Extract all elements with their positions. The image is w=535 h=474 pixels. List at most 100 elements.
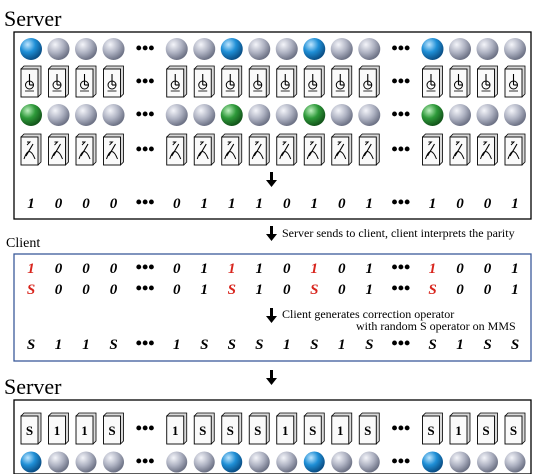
operator-card-label: S [364,423,371,438]
client-correction-row-bit: S [255,337,263,353]
dial-card [358,65,380,98]
client-operator-row-bit: 0 [55,282,63,298]
operator-card: S [358,412,380,445]
arc-card [248,133,270,166]
server-top-row2-ball [193,104,216,126]
server-result-bit: 0 [283,196,291,212]
operator-card: 1 [331,412,353,445]
operator-card: 1 [276,412,298,445]
server-top-row2-ball [248,104,271,126]
dial-row-ellipsis-1: ••• [136,71,155,91]
client-parity-row-bit: 1 [429,261,437,277]
client-parity-row-bit: 0 [82,261,90,277]
server-top-row1-ball [358,38,381,60]
client-correction-row-bit: 1 [338,337,346,353]
server-top-row1-ball [275,38,298,60]
operator-card: S [193,412,215,445]
server-top-row1-ball [330,38,353,60]
client-operator-row-bit: 0 [338,282,346,298]
server-top-row2-ball [220,104,243,126]
operator-card: S [504,412,526,445]
server-result-bit: 1 [200,196,208,212]
arrow-down-2 [266,226,277,241]
arc-card [193,133,215,166]
bottom-ball-ellipsis-1: ••• [136,451,155,471]
operator-card: 1 [449,412,471,445]
bottom-card-ellipsis-2: ••• [391,418,410,438]
arc-card [47,133,69,166]
client-operator-row-bit: S [310,282,318,298]
client-parity-row-bit: 0 [456,261,464,277]
client-parity-row-bit: 1 [27,261,35,277]
server-top-row1-ball [303,38,326,60]
operator-card: S [221,412,243,445]
dial-card [20,65,42,98]
operator-card: S [421,412,443,445]
operator-card-label: S [427,423,434,438]
client-parity-row-bit: 1 [511,261,519,277]
server-top-row2-ellipsis-1: ••• [136,104,155,124]
client-parity-row-bit: 1 [311,261,319,277]
client-parity-row-bit: 0 [173,261,181,277]
server-result-ellipsis-2: ••• [391,192,410,212]
server-top-row2-ball [504,104,526,126]
client-operator-row-bit: 0 [456,282,464,298]
dial-card [449,65,471,98]
server-bottom-ball [193,451,215,473]
arrow-down-4 [266,370,277,385]
client-parity-row-bit: 0 [110,261,118,277]
arc-card [221,133,243,166]
client-correction-row-bit: 1 [55,337,63,353]
client-title: Client [6,236,40,251]
operator-card-label: 1 [54,423,61,438]
operator-card-label: S [309,423,316,438]
server-bottom-ball [276,451,298,473]
server-result-bit: 0 [82,196,90,212]
operator-card-label: S [26,423,33,438]
operator-card-label: 1 [282,423,289,438]
server-top-row1-ball [102,38,125,60]
operator-card-label: 1 [455,423,462,438]
client-correction-row-bit: S [511,337,519,353]
operator-card-label: S [482,423,489,438]
arrow-down-1 [266,172,277,187]
client-operator-row-bit: 0 [110,282,118,298]
client-operator-row-ellipsis-1: ••• [136,278,155,298]
client-parity-row-bit: 0 [484,261,492,277]
operator-card-label: 1 [81,423,88,438]
server-top-row2-ball [20,104,42,126]
server-top-row1-ball [504,38,526,60]
dial-card [103,65,124,98]
server-bottom-ball [449,451,471,473]
client-operator-row-bit: 1 [511,282,519,298]
server-top-row1-ball [248,38,271,60]
server-bottom-ball [504,451,526,473]
server-top-row2-ball [448,104,471,126]
arc-card [103,133,124,166]
client-operator-row-bit: 1 [366,282,374,298]
dial-row-ellipsis-2: ••• [391,71,410,91]
server-bottom-ball [331,451,353,473]
arc-card [358,133,380,166]
operator-card-label: S [199,423,206,438]
operator-card: S [303,412,325,445]
server-top-row1-ellipsis-1: ••• [136,38,155,58]
server-bottom-ball [48,451,70,473]
client-operator-row-bit: S [428,282,436,298]
client-correction-row-bit: 1 [82,337,90,353]
server-top-row2-ball [275,104,298,126]
client-parity-row-bit: 0 [55,261,63,277]
operator-card: S [103,412,124,445]
client-box [13,253,532,362]
dial-card [504,65,526,98]
server-top-row1-ellipsis-2: ••• [391,38,410,58]
dial-card [166,65,188,98]
client-operator-row-bit: 1 [200,282,208,298]
dial-card [221,65,243,98]
server-top-row1-ball [20,38,42,60]
client-correction-row-bit: S [200,337,208,353]
server-bottom-ball [421,451,443,473]
operator-card-label: S [227,423,234,438]
server-bottom-ball [20,451,42,473]
